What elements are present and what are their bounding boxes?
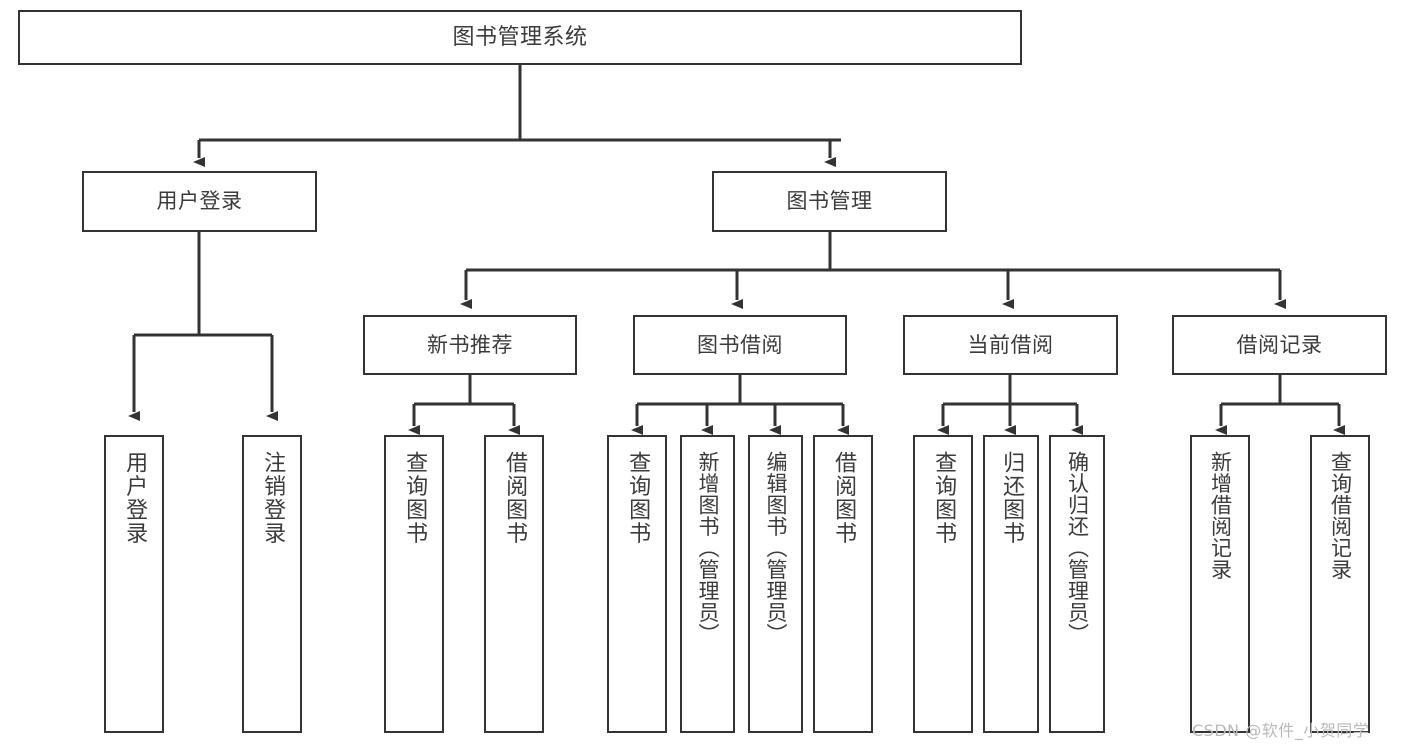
node-leaf-return-book[interactable]: 归还图书 xyxy=(983,435,1039,733)
node-label: 归还图书 xyxy=(999,451,1025,545)
node-leaf-confirm-return-admin[interactable]: 确认归还（管理员） xyxy=(1049,435,1105,733)
node-label: 查询图书 xyxy=(625,451,651,545)
node-label: 借阅记录 xyxy=(1236,332,1323,357)
node-root-book-management-system[interactable]: 图书管理系统 xyxy=(18,10,1022,65)
node-label: 编辑图书（管理员） xyxy=(764,451,789,645)
node-label: 确认归还（管理员） xyxy=(1065,451,1090,645)
node-leaf-query-book[interactable]: 查询图书 xyxy=(607,435,667,733)
node-leaf-add-borrow-record[interactable]: 新增借阅记录 xyxy=(1190,435,1250,733)
node-label: 用户登录 xyxy=(122,451,148,545)
node-leaf-query-book-current[interactable]: 查询图书 xyxy=(913,435,973,733)
node-label: 查询图书 xyxy=(402,451,428,545)
node-borrow-record[interactable]: 借阅记录 xyxy=(1172,315,1387,375)
node-leaf-query-borrow-record[interactable]: 查询借阅记录 xyxy=(1310,435,1370,733)
node-book-borrow[interactable]: 图书借阅 xyxy=(633,315,847,375)
node-leaf-borrow-book-recommend[interactable]: 借阅图书 xyxy=(484,435,544,733)
node-label: 图书借阅 xyxy=(697,332,783,357)
node-leaf-edit-book-admin[interactable]: 编辑图书（管理员） xyxy=(748,435,803,733)
node-label: 注销登录 xyxy=(260,451,286,545)
node-label: 借阅图书 xyxy=(831,451,857,545)
node-label: 新增图书（管理员） xyxy=(696,451,721,645)
node-leaf-user-login[interactable]: 用户登录 xyxy=(104,435,164,733)
node-label: 用户登录 xyxy=(156,189,243,214)
node-label: 图书管理系统 xyxy=(452,24,588,50)
csdn-watermark: CSDN @软件_小贺同学 xyxy=(1192,721,1370,740)
node-leaf-logout[interactable]: 注销登录 xyxy=(242,435,302,733)
node-user-login[interactable]: 用户登录 xyxy=(82,171,317,232)
node-leaf-query-book-recommend[interactable]: 查询图书 xyxy=(384,435,444,733)
node-leaf-add-book-admin[interactable]: 新增图书（管理员） xyxy=(680,435,735,733)
node-book-management[interactable]: 图书管理 xyxy=(712,171,947,232)
node-new-book-recommend[interactable]: 新书推荐 xyxy=(363,315,577,375)
node-label: 查询图书 xyxy=(931,451,957,545)
node-label: 当前借阅 xyxy=(967,332,1054,357)
node-current-borrow[interactable]: 当前借阅 xyxy=(903,315,1118,375)
node-label: 新书推荐 xyxy=(427,332,513,357)
node-label: 图书管理 xyxy=(786,189,873,214)
node-label: 借阅图书 xyxy=(502,451,528,545)
node-label: 新增借阅记录 xyxy=(1208,451,1233,580)
node-label: 查询借阅记录 xyxy=(1328,451,1353,580)
node-leaf-borrow-book[interactable]: 借阅图书 xyxy=(813,435,873,733)
